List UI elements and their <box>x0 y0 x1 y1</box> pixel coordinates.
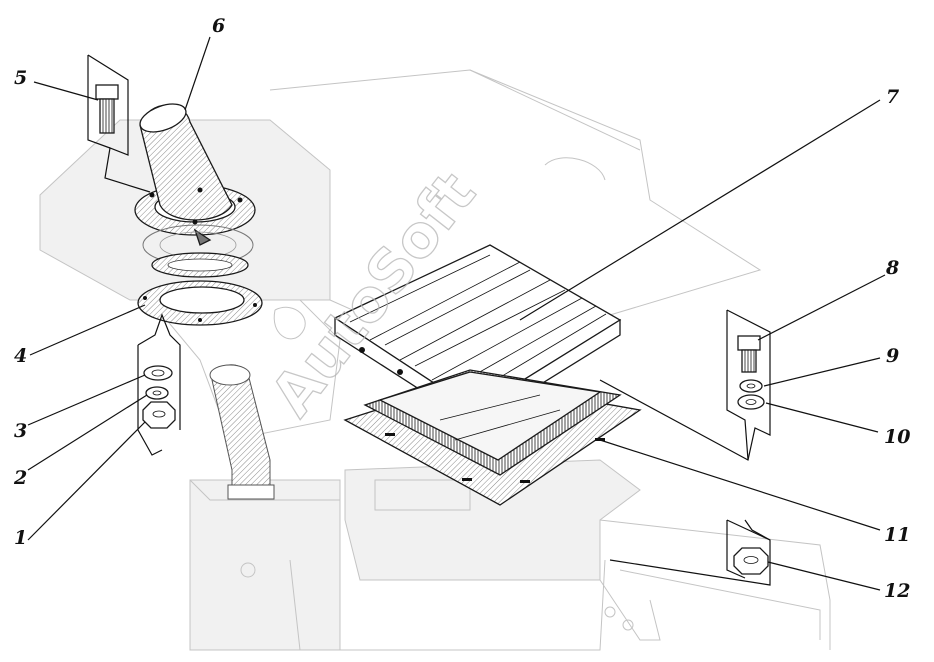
filter-tray-11 <box>343 369 642 506</box>
vehicle-body-background <box>39 69 831 651</box>
mounting-flange <box>151 252 249 278</box>
callout-8: 8 <box>885 257 899 279</box>
washer-nut-group-1-3 <box>137 313 181 456</box>
elbow-pipe-6 <box>134 103 256 246</box>
callout-6: 6 <box>212 15 225 37</box>
callout-9: 9 <box>886 345 899 367</box>
callout-11: 11 <box>884 524 910 546</box>
callout-12: 12 <box>884 580 910 602</box>
callout-leaders <box>27 36 886 591</box>
lower-intake-pipe <box>209 364 275 500</box>
callout-7: 7 <box>886 86 899 108</box>
gasket-4 <box>137 280 263 326</box>
callout-1: 1 <box>14 527 27 549</box>
bolt-5-group <box>87 54 151 193</box>
bolt-washer-group-8-10 <box>599 309 771 461</box>
callout-10: 10 <box>884 426 910 448</box>
callout-3: 3 <box>14 420 27 442</box>
callout-5: 5 <box>14 67 27 89</box>
callout-4: 4 <box>14 345 27 367</box>
callout-labels: 1 2 3 4 5 6 7 8 9 10 11 12 <box>13 15 910 602</box>
callout-2: 2 <box>13 467 27 489</box>
